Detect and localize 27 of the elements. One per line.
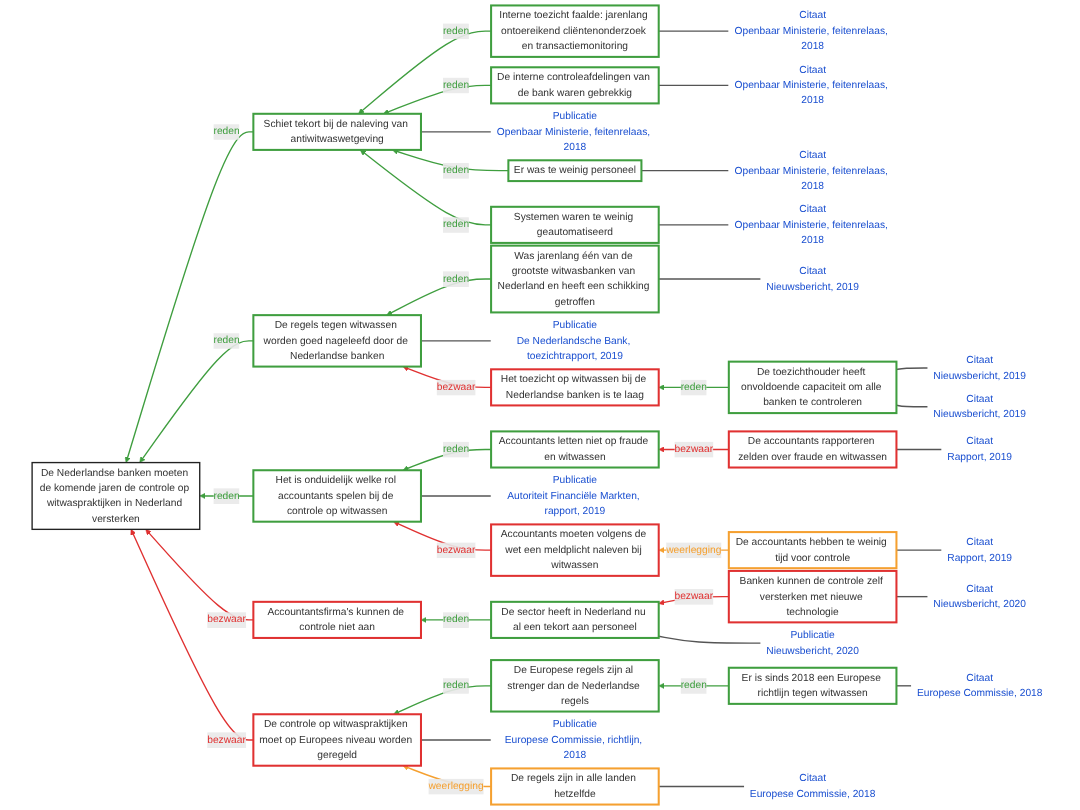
connector	[895, 448, 943, 451]
connector	[658, 278, 762, 280]
connector	[658, 84, 730, 87]
arrow	[393, 685, 492, 715]
arrow	[402, 448, 492, 472]
arrow	[392, 148, 510, 172]
connector	[895, 367, 929, 371]
connector	[640, 170, 730, 172]
arrow	[358, 30, 492, 115]
connector	[895, 595, 929, 598]
connector	[420, 495, 492, 497]
connector	[420, 739, 492, 741]
connector	[658, 635, 762, 644]
arrow	[386, 278, 492, 316]
arrow	[124, 131, 255, 463]
connector	[658, 224, 730, 226]
connector	[895, 549, 943, 551]
connector	[658, 785, 746, 788]
arrow	[383, 84, 492, 115]
arrow	[139, 340, 255, 463]
arrow	[145, 529, 255, 621]
connector	[420, 131, 492, 133]
connector	[420, 340, 492, 342]
connector	[895, 404, 929, 408]
arrow	[130, 529, 255, 741]
arrow	[359, 149, 492, 226]
connector	[658, 30, 730, 32]
